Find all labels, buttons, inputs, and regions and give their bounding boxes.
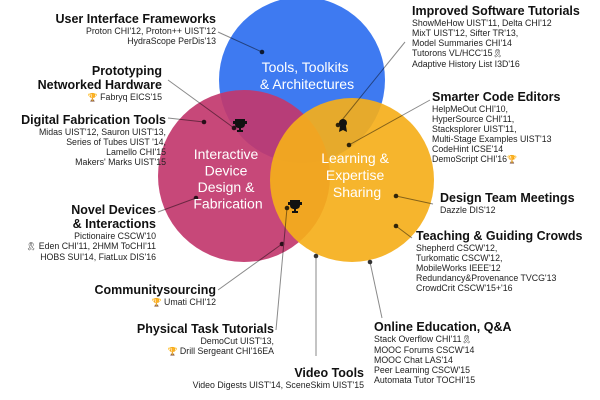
topic-title: Communitysourcing — [94, 283, 216, 297]
paper-line: Series of Tubes UIST '14, — [66, 137, 166, 147]
connector-online-education-dot — [367, 259, 373, 265]
topic-communitysourcing: Communitysourcing 🏆 Umati CHI'12 — [94, 283, 216, 308]
paper-line: MobileWorks IEEE'12 — [416, 263, 501, 273]
topic-teaching-crowds: Teaching & Guiding Crowds Shepherd CSCW'… — [416, 229, 582, 293]
paper-line: Video Digests UIST'14, SceneSkim UIST'15 — [192, 380, 364, 390]
topic-digital-fab: Digital Fabrication Tools Midas UIST'12,… — [21, 113, 166, 167]
paper-line: Dazzle DIS'12 — [440, 205, 496, 215]
circle-labels: Tools, Toolkits & Architectures Interact… — [193, 59, 393, 212]
paper-line: Peer Learning CSCW'15 — [374, 365, 471, 375]
paper-line: Stacksplorer UIST'11, — [432, 124, 517, 134]
topic-title: Prototyping — [91, 64, 162, 78]
ribbon-icon: 🎗 — [492, 49, 503, 58]
paper-line: MixT UIST'12, Sifter TR'13, — [412, 28, 519, 38]
topic-title: Teaching & Guiding Crowds — [416, 229, 583, 243]
topic-improved-tutorials: Improved Software Tutorials ShowMeHow UI… — [412, 4, 580, 69]
trophy-icon — [288, 200, 302, 213]
paper-line: Stack Overflow CHI'11🎗 — [374, 334, 472, 344]
connector-video-tools-dot — [313, 253, 319, 259]
topic-prototyping: Prototyping Networked Hardware 🏆 Fabryq … — [38, 64, 162, 103]
trophy-icon: 🏆 — [151, 298, 162, 307]
topic-title: Improved Software Tutorials — [412, 4, 580, 18]
paper-line: 🎗 Eden CHI'11, 2HMM ToCHI'11 — [26, 241, 156, 251]
ribbon-icon: 🎗 — [461, 335, 472, 344]
paper-line: MOOC Forums CSCW'14 — [374, 345, 475, 355]
paper-line: ShowMeHow UIST'11, Delta CHI'12 — [412, 18, 552, 28]
topic-novel-devices: Novel Devices & Interactions Pictionaire… — [26, 203, 156, 262]
paper-line: 🏆 Fabryq EICS'15 — [87, 92, 162, 102]
paper-line: 🏆 Drill Sergeant CHI'16EA — [167, 346, 274, 356]
circle-learning — [270, 98, 434, 262]
paper-line: Shepherd CSCW'12, — [416, 243, 498, 253]
circle-icons — [233, 119, 347, 213]
topic-title: Novel Devices — [71, 203, 156, 217]
topic-physical-task: Physical Task Tutorials DemoCut UIST'13,… — [137, 322, 274, 357]
paper-line: 🏆 Umati CHI'12 — [151, 297, 216, 307]
paper-line: HyperSource CHI'11, — [432, 114, 515, 124]
paper-line: DemoCut UIST'13, — [200, 336, 274, 346]
paper-line: MOOC Chat LAS'14 — [374, 355, 453, 365]
topic-online-education: Online Education, Q&A Stack Overflow CHI… — [374, 320, 512, 385]
trophy-icon: 🏆 — [167, 347, 178, 356]
topic-title: User Interface Frameworks — [55, 12, 217, 26]
paper-line: Automata Tutor TOCHI'15 — [374, 375, 476, 385]
paper-line: Midas UIST'12, Sauron UIST'13, — [38, 127, 166, 137]
ribbon-icon — [339, 119, 347, 132]
topic-ui-frameworks: User Interface Frameworks Proton CHI'12,… — [56, 12, 217, 46]
label-learning: Learning & Expertise Sharing — [321, 150, 393, 200]
trophy-icon — [233, 119, 247, 132]
topic-title: Video Tools — [294, 366, 364, 380]
paper-line: Turkomatic CSCW'12, — [416, 253, 503, 263]
topic-code-editors: Smarter Code Editors HelpMeOut CHI'10, H… — [432, 90, 561, 165]
label-tools: Tools, Toolkits & Architectures — [260, 59, 354, 92]
paper-line: CodeHint ICSE'14 — [432, 144, 504, 154]
trophy-icon: 🏆 — [87, 93, 98, 102]
paper-line: HelpMeOut CHI'10, — [432, 104, 508, 114]
paper-line: HydraScope PerDis'13 — [127, 36, 216, 46]
topic-title: Digital Fabrication Tools — [21, 113, 166, 127]
paper-line: Makers' Marks UIST'15 — [75, 157, 166, 167]
topic-title: Networked Hardware — [37, 78, 162, 92]
topic-title: Physical Task Tutorials — [136, 322, 274, 336]
topic-title: Design Team Meetings — [440, 191, 575, 205]
paper-line: Proton CHI'12, Proton++ UIST'12 — [85, 26, 216, 36]
paper-line: Pictionaire CSCW'10 — [74, 231, 156, 241]
paper-line: CrowdCrit CSCW'15+'16 — [416, 283, 513, 293]
topic-title: & Interactions — [72, 217, 156, 231]
trophy-icon: 🏆 — [507, 155, 517, 164]
paper-line: Adaptive History List I3D'16 — [412, 59, 520, 69]
label-interactive: Interactive Device Design & Fabrication — [193, 146, 262, 212]
paper-line: Model Summaries CHI'14 — [412, 38, 512, 48]
connector-online-education — [369, 261, 383, 319]
paper-line: Redundancy&Provenance TVCG'13 — [416, 273, 557, 283]
paper-line: Multi-Stage Examples UIST'13 — [432, 134, 552, 144]
topic-title: Online Education, Q&A — [374, 320, 512, 334]
paper-line: Lamello CHI'15 — [106, 147, 166, 157]
topic-title: Smarter Code Editors — [432, 90, 561, 104]
paper-line: DemoScript CHI'16🏆 — [432, 154, 517, 164]
topic-video-tools: Video Tools Video Digests UIST'14, Scene… — [193, 366, 364, 390]
topic-design-team: Design Team Meetings Dazzle DIS'12 — [440, 191, 575, 215]
paper-line: Tutorons VL/HCC'15🎗 — [412, 48, 503, 58]
ribbon-icon: 🎗 — [26, 242, 37, 251]
paper-line: HOBS SUI'14, FiatLux DIS'16 — [40, 252, 156, 262]
